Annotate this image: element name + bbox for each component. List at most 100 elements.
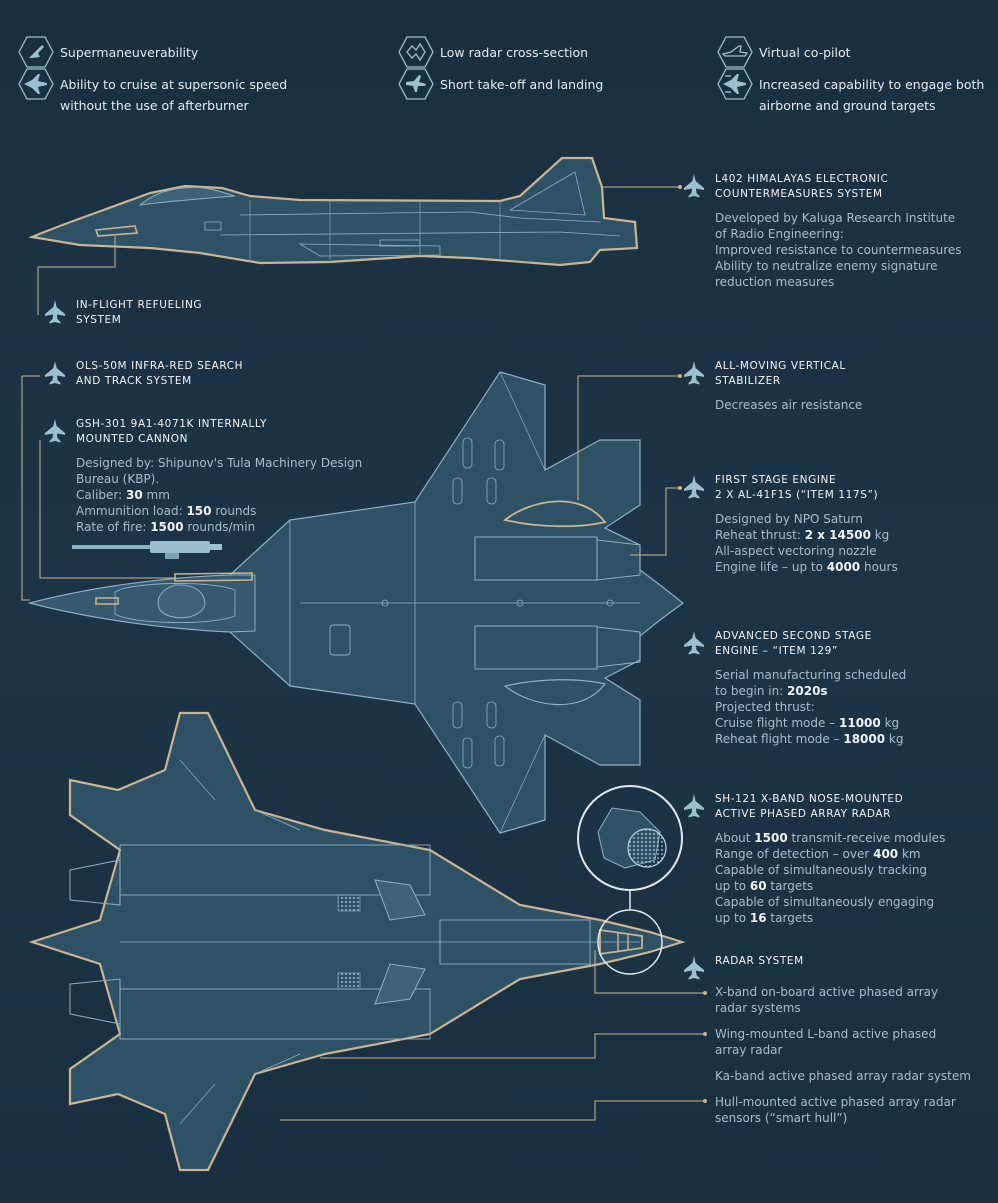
callout-line: to begin in: 2020s [715,684,828,698]
bottom-view-aircraft [28,711,686,1172]
feature-label: Supermaneuverability [60,45,199,60]
callout-line: Developed by Kaluga Research Institute [715,211,956,225]
highlight-value: 400 [873,847,899,861]
callout-title: Advanced second stage engine – “item 129… [715,630,872,657]
feature-engage-targets: Increased capability to engage both airb… [717,68,984,116]
callout-ols: OLS-50M infra-red search and track syste… [76,359,316,389]
feature-supermaneuverability: Supermaneuverability [18,36,198,68]
feature-label: Virtual co-pilot [759,45,851,60]
jet-weapons-icon [717,68,753,100]
callout-title: In-flight refueling system [76,299,203,326]
jet-icon [44,418,66,444]
highlight-value: 30 [125,488,143,502]
radar-item-xband: X-band on-board active phased array rada… [715,985,939,1015]
callout-line: Reheat flight mode – 18000 kg [715,732,904,746]
jet-icon [683,173,705,199]
callout-line: Ability to neutralize enemy signature [715,259,938,273]
radar-item-smart-hull: Hull-mounted active phased array radar s… [715,1095,956,1125]
callout-title: Sh-121 X-band nose-mounted active phased… [715,793,904,820]
callout-engine1: First stage engine 2 x AL-41F1S (“item 1… [715,473,975,575]
callout-line: About 1500 transmit-receive modules [715,831,946,845]
highlight-value: 1500 [150,520,184,534]
highlight-value: 60 [749,879,767,893]
feature-supersonic-cruise: Ability to cruise at supersonic speed wi… [18,68,287,116]
callout-line: Serial manufacturing scheduled [715,668,907,682]
callout-line: up to 16 targets [715,911,814,925]
feature-label: Increased capability to engage both airb… [759,77,985,113]
callout-line: of Radio Engineering: [715,227,844,241]
callout-line: Engine life – up to 4000 hours [715,560,898,574]
jet-icon [683,793,705,819]
callout-line: Projected thrust: [715,700,815,714]
callout-line: reduction measures [715,275,835,289]
jet-top-icon [18,36,54,68]
jet-icon [44,299,66,325]
jet-icon [44,360,66,386]
feature-label: Ability to cruise at supersonic speed wi… [60,77,288,113]
radar-detail [577,785,683,975]
highlight-value: 18000 [843,732,886,746]
callout-line: Designed by: Shipunov's Tula Machinery D… [76,456,363,470]
feature-stol: Short take-off and landing [398,68,603,100]
callout-cannon: GSh-301 9A1-4071K internally mounted can… [76,417,376,535]
jet-icon [683,360,705,386]
callout-line: Capable of simultaneously engaging [715,895,935,909]
callout-refuel: In-flight refueling system [76,298,276,328]
side-view-aircraft [28,156,639,267]
callout-line: Improved resistance to countermeasures [715,243,962,257]
callout-body: Developed by Kaluga Research Institute of… [715,210,975,290]
jet-icon [683,474,705,500]
highlight-value: 1500 [754,831,788,845]
jet-icon [683,955,705,981]
leader-lines [21,186,705,1121]
highlight-value: 4000 [826,560,861,574]
callout-line: All-aspect vectoring nozzle [715,544,877,558]
callout-ecm: L402 Himalayas electronic countermeasure… [715,172,975,290]
callout-title: OLS-50M infra-red search and track syste… [76,360,244,387]
callout-line: Cruise flight mode – 11000 kg [715,716,900,730]
jet-side-icon [717,36,753,68]
callout-stabilizer: All-moving vertical stabilizer Decreases… [715,359,975,413]
callout-title: All-moving vertical stabilizer [715,360,846,387]
callout-sh121-radar: Sh-121 X-band nose-mounted active phased… [715,792,975,926]
feature-low-rcs: Low radar cross-section [398,36,588,68]
callout-line: Ammunition load: 150 rounds [76,504,257,518]
callout-line: Bureau (KBP). [76,472,160,486]
radar-item-lband: Wing-mounted L-band active phased array … [715,1027,937,1057]
callout-engine2: Advanced second stage engine – “item 129… [715,629,975,747]
highlight-value: 2 x 14500 [804,528,871,542]
highlight-value: 2020s [787,684,828,698]
callout-body: Serial manufacturing scheduled to begin i… [715,667,975,747]
callout-line: Range of detection – over 400 km [715,847,921,861]
top-view-aircraft [27,371,684,834]
highlight-value: 11000 [839,716,881,730]
callout-line: Reheat thrust: 2 x 14500 kg [715,528,890,542]
callout-line: Caliber: 30 mm [76,488,170,502]
callout-line: Decreases air resistance [715,398,863,412]
radar-item-kaband: Ka-band active phased array radar system [715,1069,971,1083]
jet-supersonic-icon [18,68,54,100]
feature-virtual-copilot: Virtual co-pilot [717,36,851,68]
highlight-value: 150 [186,504,212,518]
stealth-icon [398,36,434,68]
callout-body: Designed by: Shipunov's Tula Machinery D… [76,455,376,535]
callout-body: Decreases air resistance [715,397,975,413]
jet-takeoff-icon [398,68,434,100]
callout-line: up to 60 targets [715,879,814,893]
callout-line: Rate of fire: 1500 rounds/min [76,520,256,534]
callout-title: Radar system [715,955,804,967]
jet-icon [683,630,705,656]
highlight-value: 16 [749,911,767,925]
callout-title: L402 Himalayas electronic countermeasure… [715,173,889,200]
callout-line: Designed by NPO Saturn [715,512,863,526]
feature-label: Short take-off and landing [440,77,604,92]
callout-radar-system: Radar system [715,954,975,969]
callout-title: First stage engine 2 x AL-41F1S (“item 1… [715,474,879,501]
feature-label: Low radar cross-section [440,45,589,60]
cannon-illustration [72,541,222,559]
callout-line: Capable of simultaneously tracking [715,863,928,877]
callout-title: GSh-301 9A1-4071K internally mounted can… [76,418,267,445]
